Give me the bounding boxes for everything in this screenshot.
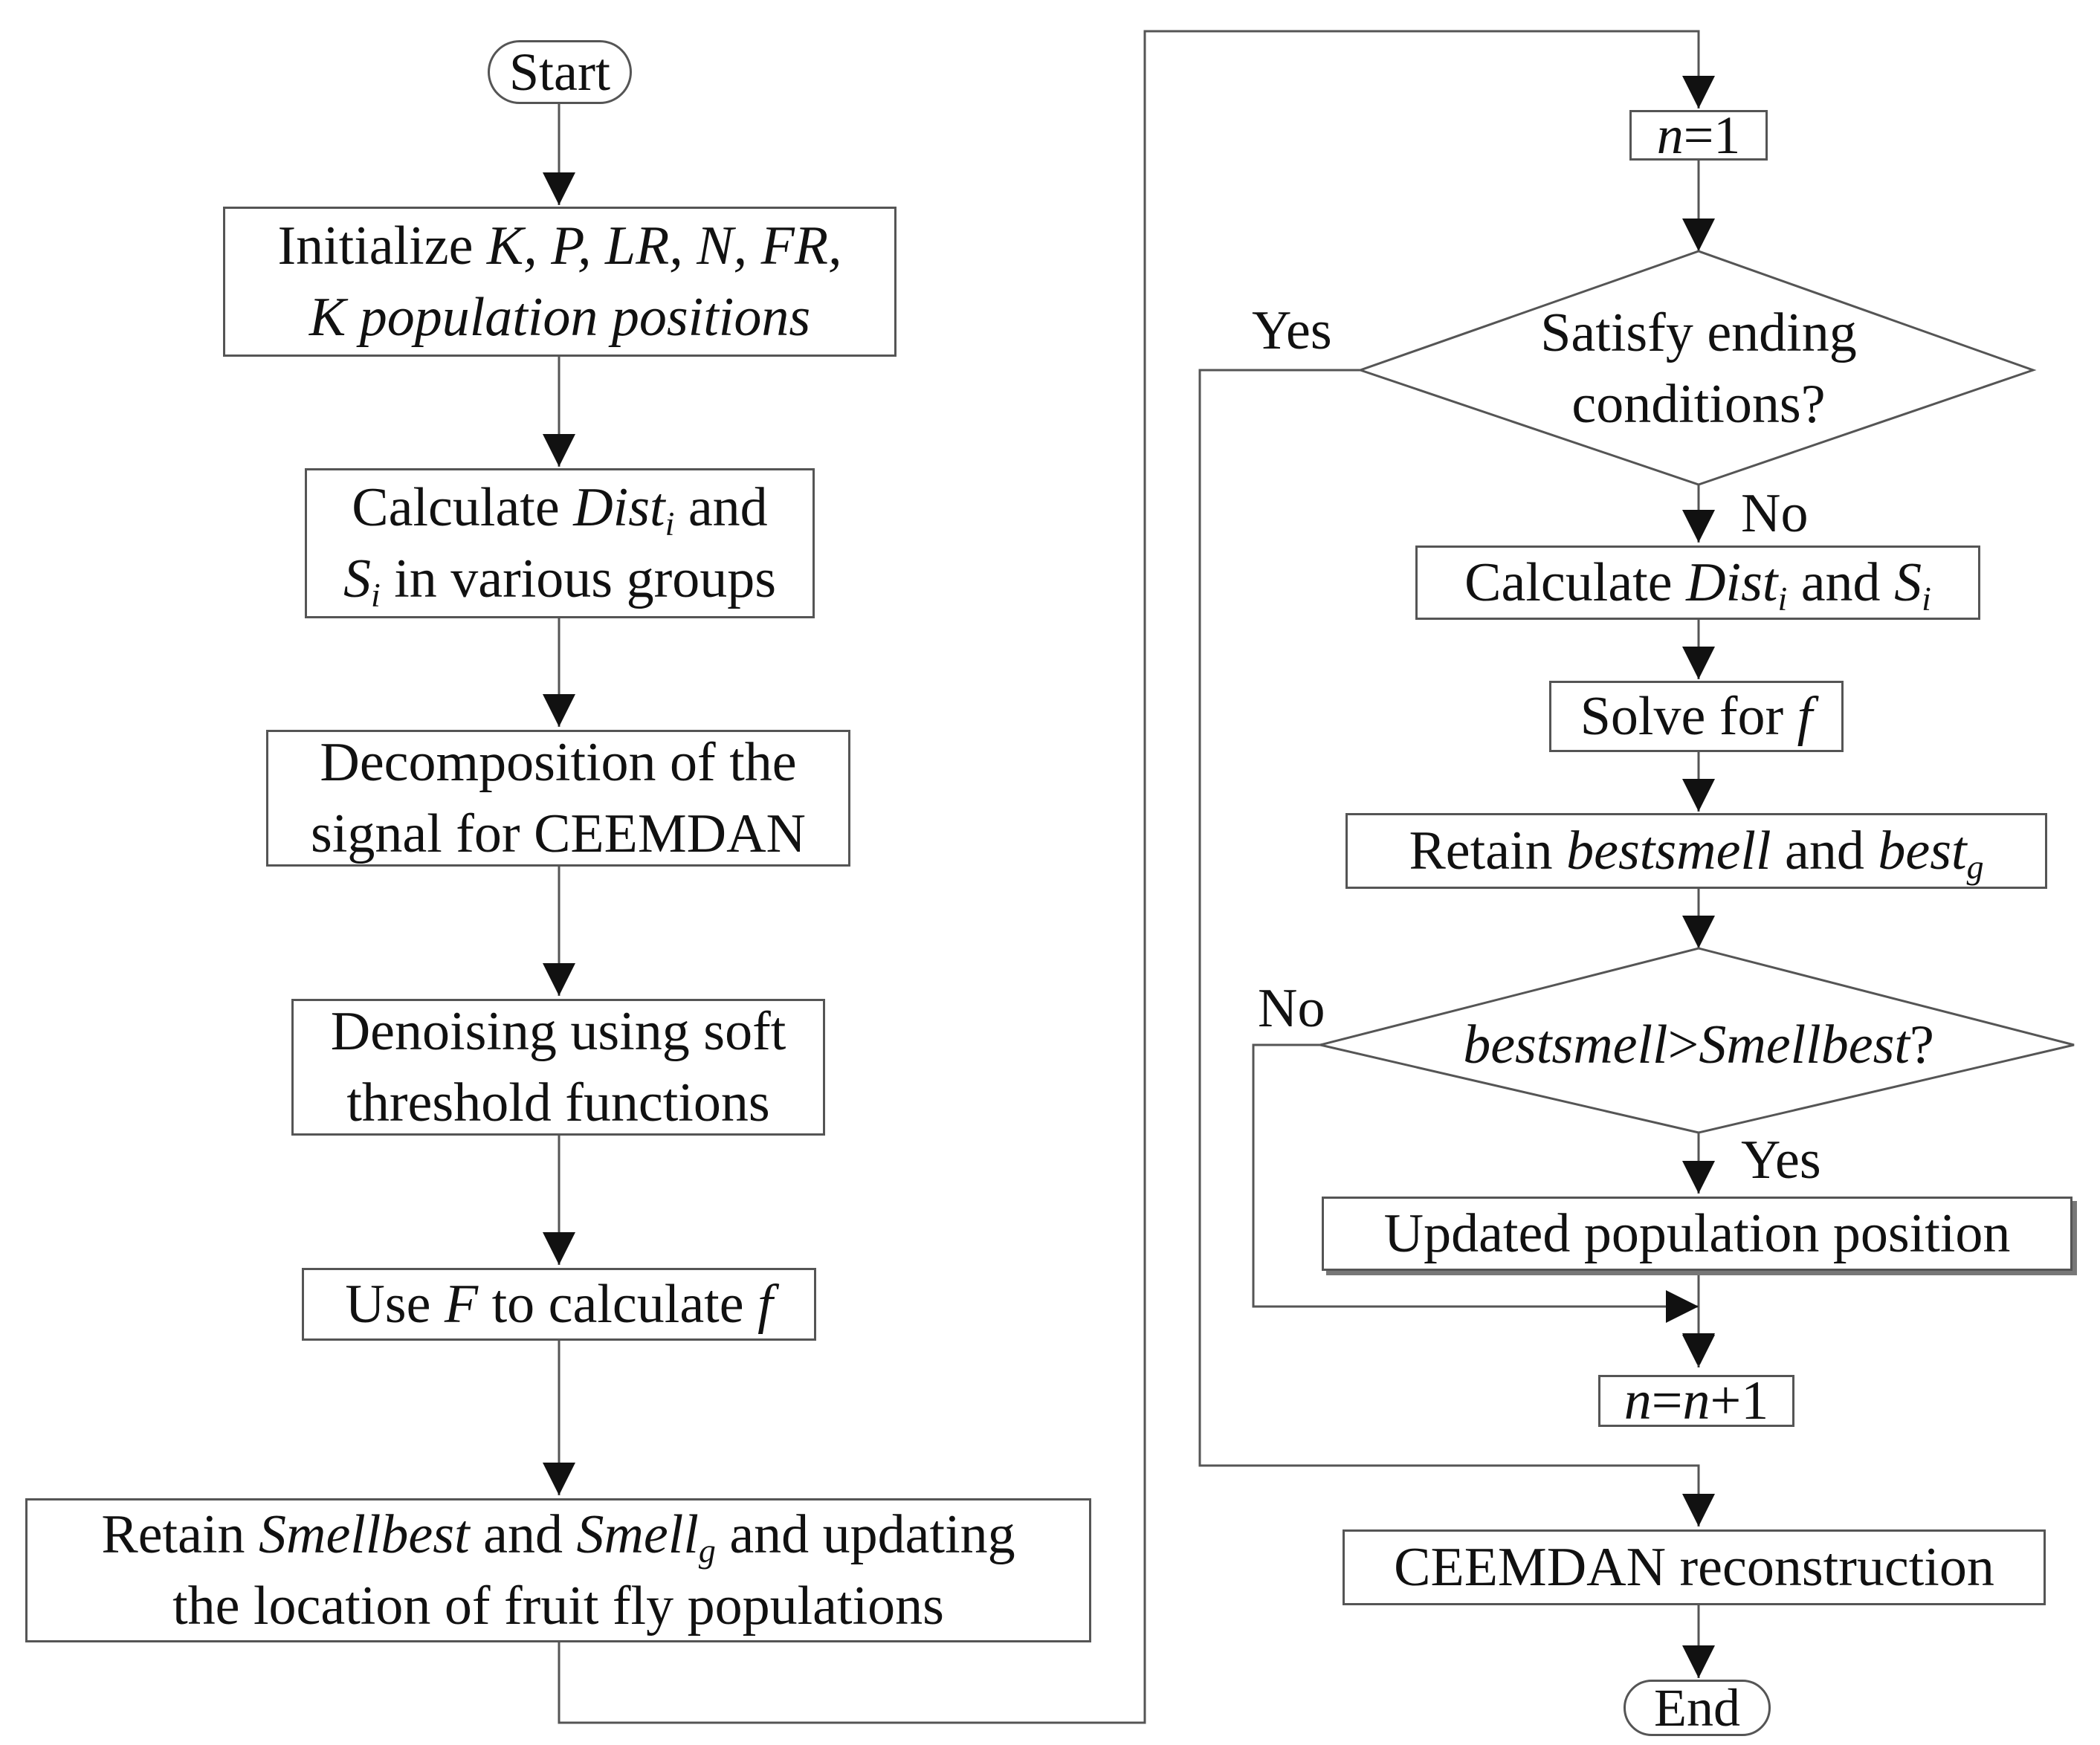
decomposition-line2: signal for CEEMDAN	[311, 803, 806, 864]
use-word: Use	[345, 1274, 445, 1335]
big-f-symbol: F	[444, 1274, 479, 1335]
label-no-bottom: No	[1258, 978, 1325, 1039]
increment-equals: =	[1651, 1370, 1683, 1431]
denoising-line2: threshold functions	[346, 1072, 770, 1133]
start-node: Start	[488, 40, 632, 104]
increment-n2: n	[1682, 1370, 1710, 1431]
arrow-retain-n1	[558, 30, 1715, 1724]
retain-update-box: Retain Smellbest and Smellg and updating…	[25, 1498, 1091, 1642]
label-yes-top: Yes	[1252, 300, 1332, 361]
solve-box: Solve for f	[1549, 681, 1844, 752]
increment-n1: n	[1624, 1370, 1652, 1431]
calculate-groups-line1: Calculate Disti and	[352, 472, 767, 543]
best-subscript: g	[1966, 847, 1984, 886]
compare-smellbest: Smellbest	[1699, 1014, 1910, 1075]
retain-right-word: Retain	[1409, 820, 1567, 881]
compare-operator: >	[1667, 1014, 1699, 1075]
retain-right-and: and	[1771, 820, 1878, 881]
decision-compare-shape	[1319, 947, 2075, 1134]
calculate-right-word: Calculate	[1464, 552, 1687, 613]
solve-text: Solve for	[1580, 686, 1797, 747]
retain-and: and	[469, 1504, 577, 1565]
smellbest-symbol: Smellbest	[259, 1504, 470, 1565]
use-f-line: Use F to calculate f	[345, 1269, 772, 1340]
dist-right-subscript: i	[1777, 579, 1788, 618]
compare-bestsmell: bestsmell	[1463, 1014, 1668, 1075]
n-equals-one-line: n=1	[1657, 100, 1741, 171]
update-box: Updated population position	[1322, 1197, 2072, 1271]
label-yes-bottom: Yes	[1741, 1130, 1821, 1191]
calculate-groups-line2: Si in various groups	[343, 543, 776, 615]
denoising-line1: Denoising using soft	[330, 1001, 786, 1062]
reconstruction-label: CEEMDAN reconstruction	[1394, 1537, 1994, 1598]
retain-update-line2: the location of fruit fly populations	[172, 1576, 944, 1636]
retain-tail: and updating	[715, 1504, 1015, 1565]
calculate-right-box: Calculate Disti and Si	[1415, 545, 1980, 620]
solve-f-symbol: f	[1797, 686, 1813, 747]
compare-line: bestsmell>Smellbest?	[1463, 1009, 1934, 1081]
best-symbol: best	[1878, 820, 1967, 881]
increment-line: n=n+1	[1624, 1365, 1768, 1437]
retain-update-line1: Retain Smellbest and Smellg and updating	[101, 1499, 1015, 1570]
satisfy-line1: Satisfy ending	[1540, 302, 1857, 363]
decision-satisfy-shape	[1357, 250, 2037, 486]
use-f-box: Use F to calculate f	[302, 1268, 816, 1341]
initialize-prefix: Initialize	[277, 216, 487, 276]
decomposition-box: Decomposition of the signal for CEEMDAN	[266, 730, 850, 867]
end-label: End	[1654, 1678, 1740, 1738]
increment-plus-one: +1	[1710, 1370, 1769, 1431]
end-node: End	[1624, 1678, 1771, 1738]
small-f-symbol: f	[757, 1274, 773, 1335]
retain-word: Retain	[101, 1504, 259, 1565]
dist-symbol: Dist	[573, 477, 665, 538]
increment-box: n=n+1	[1598, 1370, 1794, 1431]
s-subscript: i	[370, 575, 381, 614]
calculate-word: Calculate	[352, 477, 574, 538]
arrow-no-bypass	[1252, 1043, 1699, 1323]
smell-subscript: g	[698, 1531, 716, 1570]
decomposition-line1: Decomposition of the	[320, 732, 797, 793]
calculate-groups-box: Calculate Disti and Si in various groups	[305, 468, 815, 618]
retain-right-box: Retain bestsmell and bestg	[1345, 813, 2047, 889]
calculate-right-line: Calculate Disti and Si	[1464, 547, 1931, 618]
label-no-top: No	[1741, 483, 1809, 544]
dist-right-symbol: Dist	[1686, 552, 1778, 613]
retain-right-line: Retain bestsmell and bestg	[1409, 815, 1983, 887]
denoising-box: Denoising using soft threshold functions	[291, 999, 825, 1136]
initialize-line1: Initialize K, P, LR, N, FR,	[277, 210, 841, 282]
equals-one: =1	[1683, 106, 1741, 165]
calculate-groups-rest: in various groups	[380, 548, 777, 609]
s-right-symbol: S	[1894, 552, 1922, 613]
n-symbol: n	[1656, 106, 1684, 165]
initialize-line2: K population positions	[308, 287, 811, 348]
smell-symbol: Smell	[576, 1504, 699, 1565]
s-right-subscript: i	[1922, 579, 1931, 618]
update-label: Updated population position	[1383, 1203, 2011, 1264]
reconstruction-box: CEEMDAN reconstruction	[1343, 1529, 2046, 1605]
dist-subscript: i	[665, 504, 675, 543]
bestsmell-symbol: bestsmell	[1566, 820, 1771, 881]
start-label: Start	[509, 42, 610, 102]
arrow-yes-exit	[1198, 369, 1715, 1527]
compare-question-mark: ?	[1909, 1014, 1934, 1075]
initialize-params: K, P, LR, N, FR,	[486, 216, 842, 276]
solve-line: Solve for f	[1580, 681, 1812, 752]
calculate-right-and: and	[1787, 552, 1895, 613]
to-calculate-text: to calculate	[478, 1274, 758, 1335]
satisfy-line2: conditions?	[1571, 374, 1826, 435]
n-equals-one-box: n=1	[1629, 106, 1768, 165]
s-symbol: S	[343, 548, 371, 609]
decision-compare: bestsmell>Smellbest?	[1398, 1008, 2000, 1082]
calculate-and: and	[674, 477, 768, 538]
decision-satisfy: Satisfy ending conditions?	[1479, 296, 1918, 441]
initialize-box: Initialize K, P, LR, N, FR, K population…	[223, 207, 896, 357]
